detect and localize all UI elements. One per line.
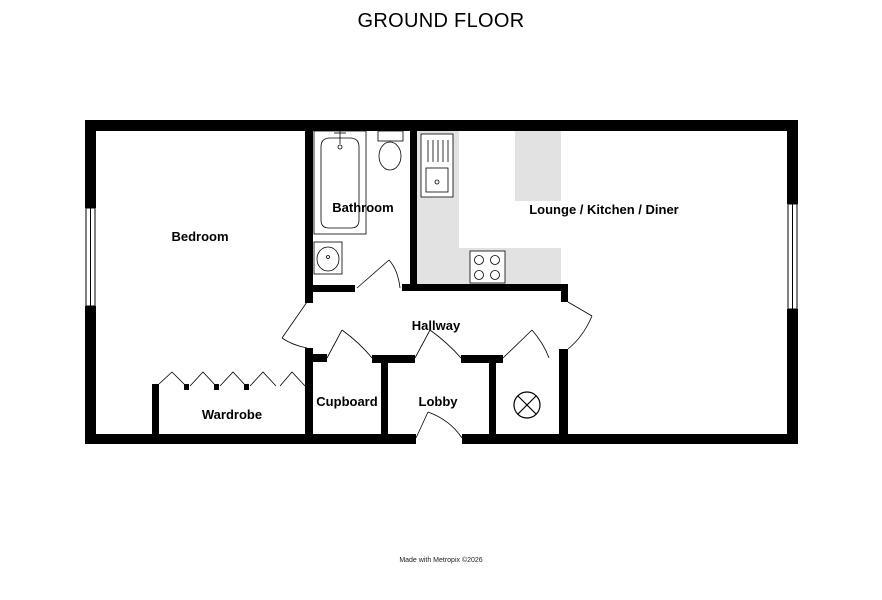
room-label-hallway: Hallway (412, 318, 461, 333)
sink-icon (313, 241, 343, 275)
wardrobe-doors (158, 371, 306, 390)
interior-walls (152, 131, 568, 436)
hob-icon (469, 250, 506, 284)
kitchen-sink-icon (420, 133, 454, 198)
room-label-lounge: Lounge / Kitchen / Diner (529, 202, 679, 217)
floor-title: GROUND FLOOR (357, 10, 525, 32)
outer-walls (85, 120, 798, 444)
boiler-icon (513, 391, 541, 419)
room-label-cupboard: Cupboard (316, 394, 377, 409)
doors (281, 259, 593, 439)
room-label-lobby: Lobby (419, 394, 459, 409)
room-label-bathroom: Bathroom (332, 200, 393, 215)
toilet-icon (377, 130, 404, 171)
room-label-bedroom: Bedroom (171, 229, 228, 244)
room-label-wardrobe: Wardrobe (202, 407, 262, 422)
windows (85, 203, 798, 310)
credit-text: Made with Metropix ©2026 (399, 557, 483, 564)
bath-icon (313, 130, 367, 235)
